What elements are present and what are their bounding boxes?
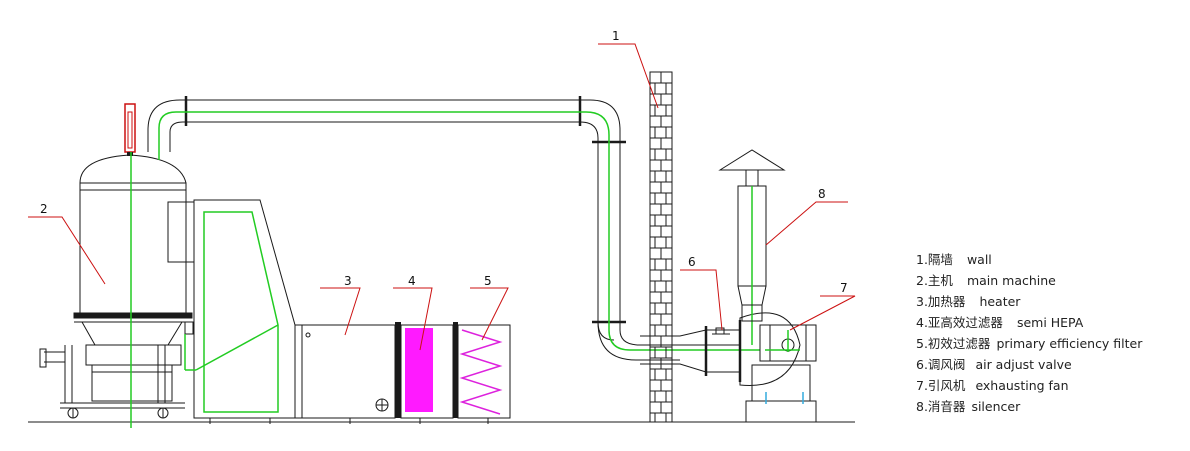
return-duct — [147, 96, 740, 361]
callout-4: 4 — [408, 274, 416, 288]
silencer-stack — [718, 149, 786, 345]
heater-box — [294, 322, 401, 424]
callout-2: 2 — [40, 202, 48, 216]
inspection-column — [124, 103, 136, 156]
callout-3: 3 — [344, 274, 352, 288]
air-adjust-valve — [712, 327, 730, 335]
callout-5: 5 — [484, 274, 492, 288]
brick-wall — [649, 71, 673, 423]
airflow-line-upper — [130, 111, 760, 428]
exhausting-fan — [739, 312, 817, 423]
callout-6: 6 — [688, 255, 696, 269]
callout-8: 8 — [818, 187, 826, 201]
air-handling-unit — [167, 199, 296, 424]
primary-filter — [457, 324, 511, 424]
leader-lines — [28, 43, 856, 351]
semi-hepa-filter — [400, 322, 458, 424]
callout-1: 1 — [612, 29, 620, 43]
main-machine — [39, 154, 194, 419]
callout-7: 7 — [840, 281, 848, 295]
